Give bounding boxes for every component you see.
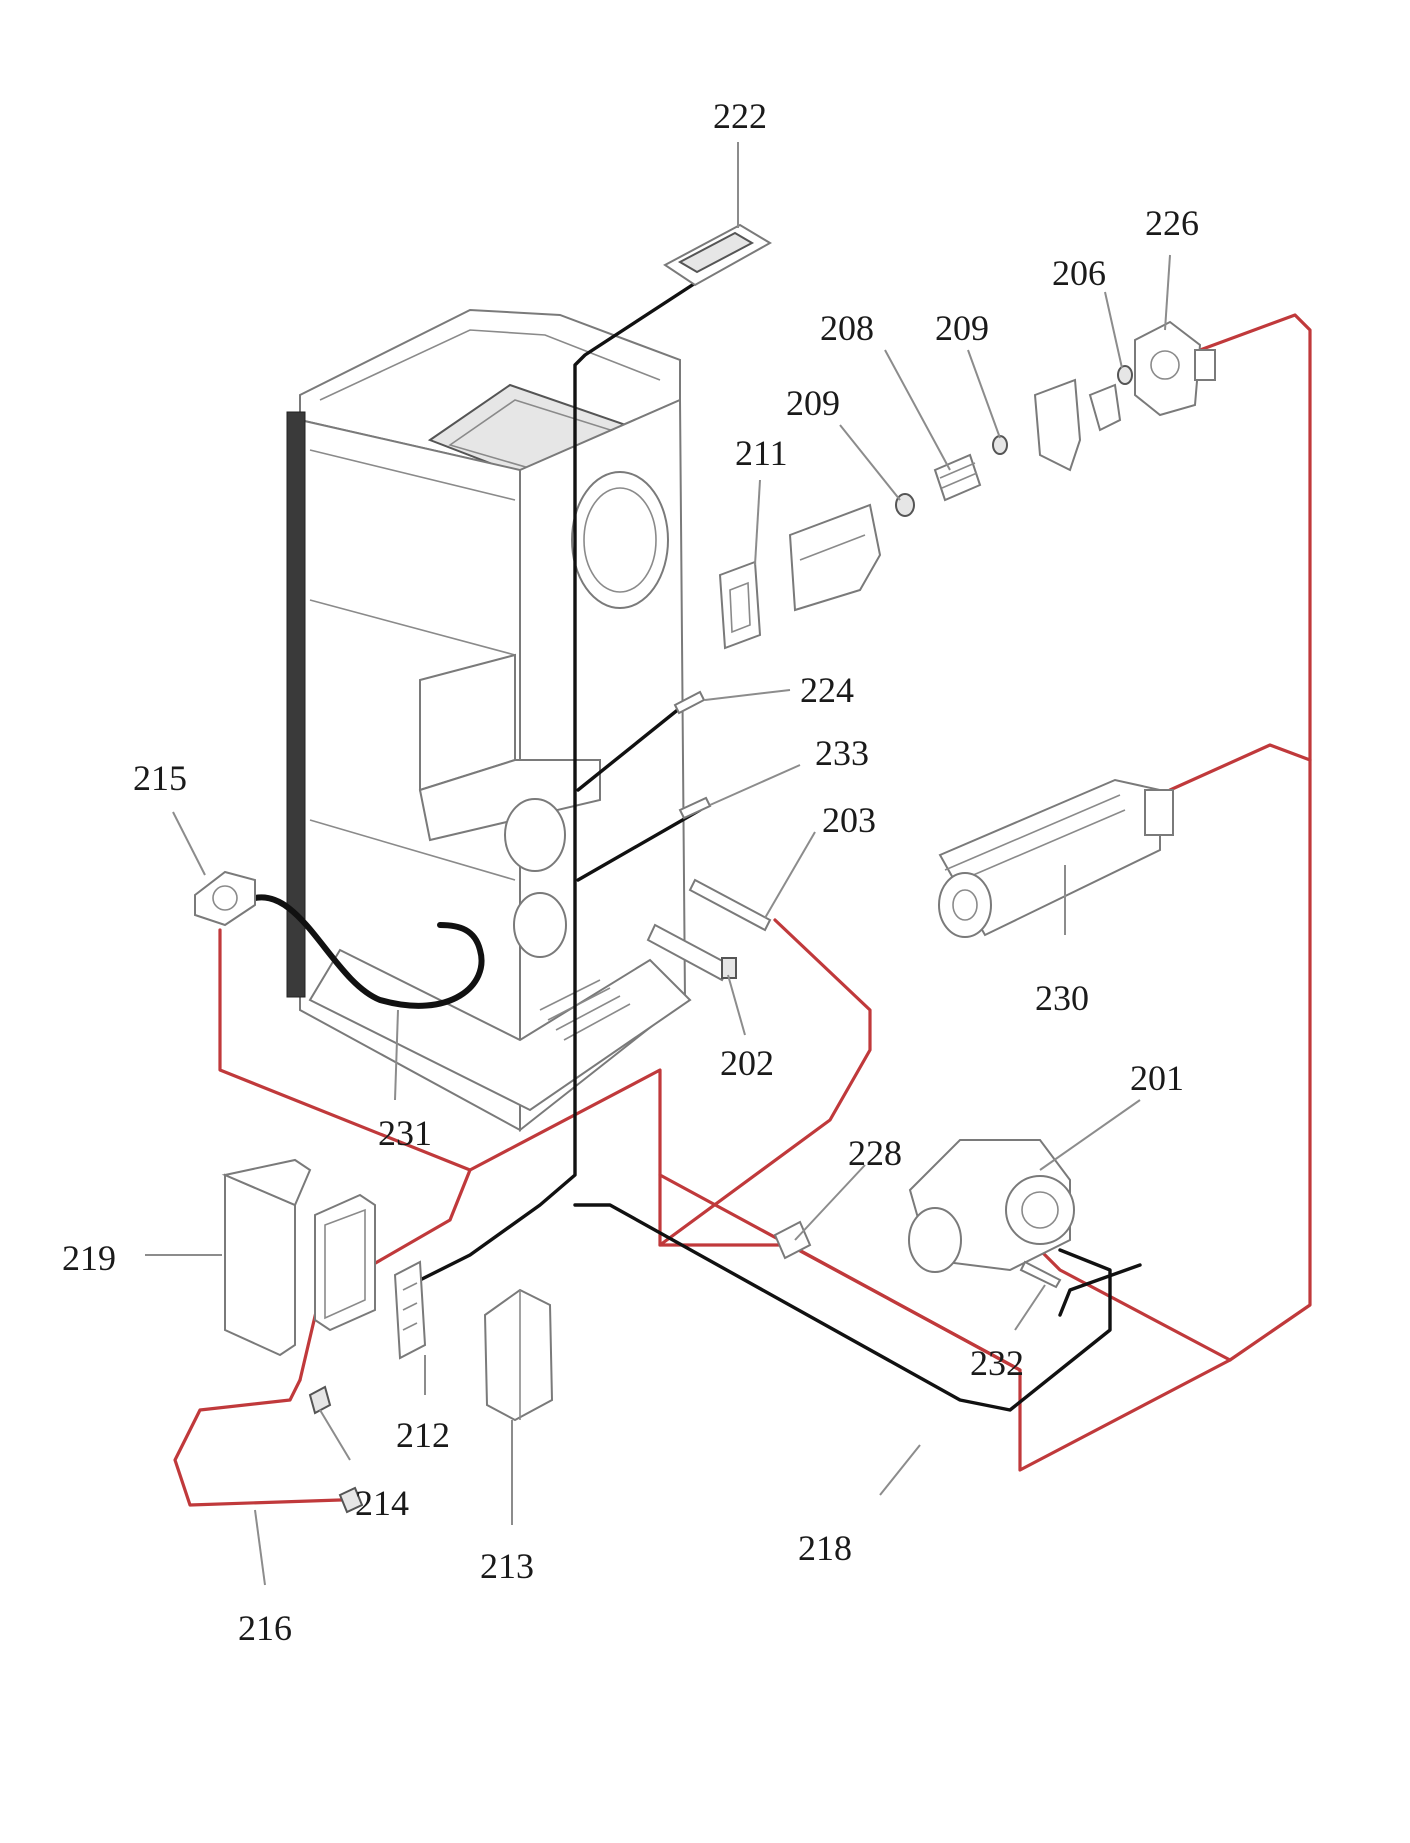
power-harness-218: [218, 313, 1312, 1472]
terminal-block-212: [393, 1260, 427, 1360]
plug-216: [338, 1486, 364, 1514]
signal-cable-222: [418, 278, 702, 1282]
label-211: 211: [735, 433, 788, 473]
label-230: 230: [1035, 978, 1089, 1018]
label-224: 224: [800, 670, 854, 710]
probe-224: [673, 690, 706, 715]
label-216: 216: [238, 1608, 292, 1648]
coupling-208: [933, 453, 982, 502]
probe-233: [678, 796, 712, 820]
label-233: 233: [815, 733, 869, 773]
part-labels: 222 226 206 208 209 209 211 224 233 203 …: [62, 96, 1199, 1648]
label-228: 228: [848, 1133, 902, 1173]
transformer-213: [483, 1288, 554, 1422]
label-222: 222: [713, 96, 767, 136]
control-box-219: [221, 1158, 376, 1357]
label-213: 213: [480, 1546, 534, 1586]
hose-231: [245, 894, 485, 1009]
leader-lines: [145, 142, 1171, 1586]
bushing-206: [1117, 365, 1133, 385]
convection-fan-230: [938, 778, 1174, 938]
pressure-switch-215: [194, 870, 256, 927]
gasket-211: [718, 560, 762, 650]
label-209-lower: 209: [786, 383, 840, 423]
label-232: 232: [970, 1343, 1024, 1383]
thermostat-228: [773, 1220, 812, 1260]
control-display-222: [663, 223, 772, 287]
ring-209-upper: [992, 435, 1008, 455]
stove-frame: [286, 308, 692, 1133]
label-226: 226: [1145, 203, 1199, 243]
label-209-upper: 209: [935, 308, 989, 348]
igniter-holder-202: [646, 923, 737, 982]
label-203: 203: [822, 800, 876, 840]
igniter-203: [688, 878, 772, 932]
label-212: 212: [396, 1415, 450, 1455]
socket-214: [308, 1385, 332, 1415]
exhaust-fan-201: [908, 1139, 1075, 1273]
label-218: 218: [798, 1528, 852, 1568]
gear-motor-226: [1134, 320, 1216, 417]
label-206: 206: [1052, 253, 1106, 293]
auger-housing: [788, 503, 882, 612]
motor-bracket: [1033, 378, 1122, 472]
wiring: [173, 278, 1312, 1507]
label-208: 208: [820, 308, 874, 348]
label-231: 231: [378, 1113, 432, 1153]
label-201: 201: [1130, 1058, 1184, 1098]
label-202: 202: [720, 1043, 774, 1083]
label-219: 219: [62, 1238, 116, 1278]
sensor-232: [1019, 1260, 1062, 1289]
label-215: 215: [133, 758, 187, 798]
label-214: 214: [355, 1483, 409, 1523]
